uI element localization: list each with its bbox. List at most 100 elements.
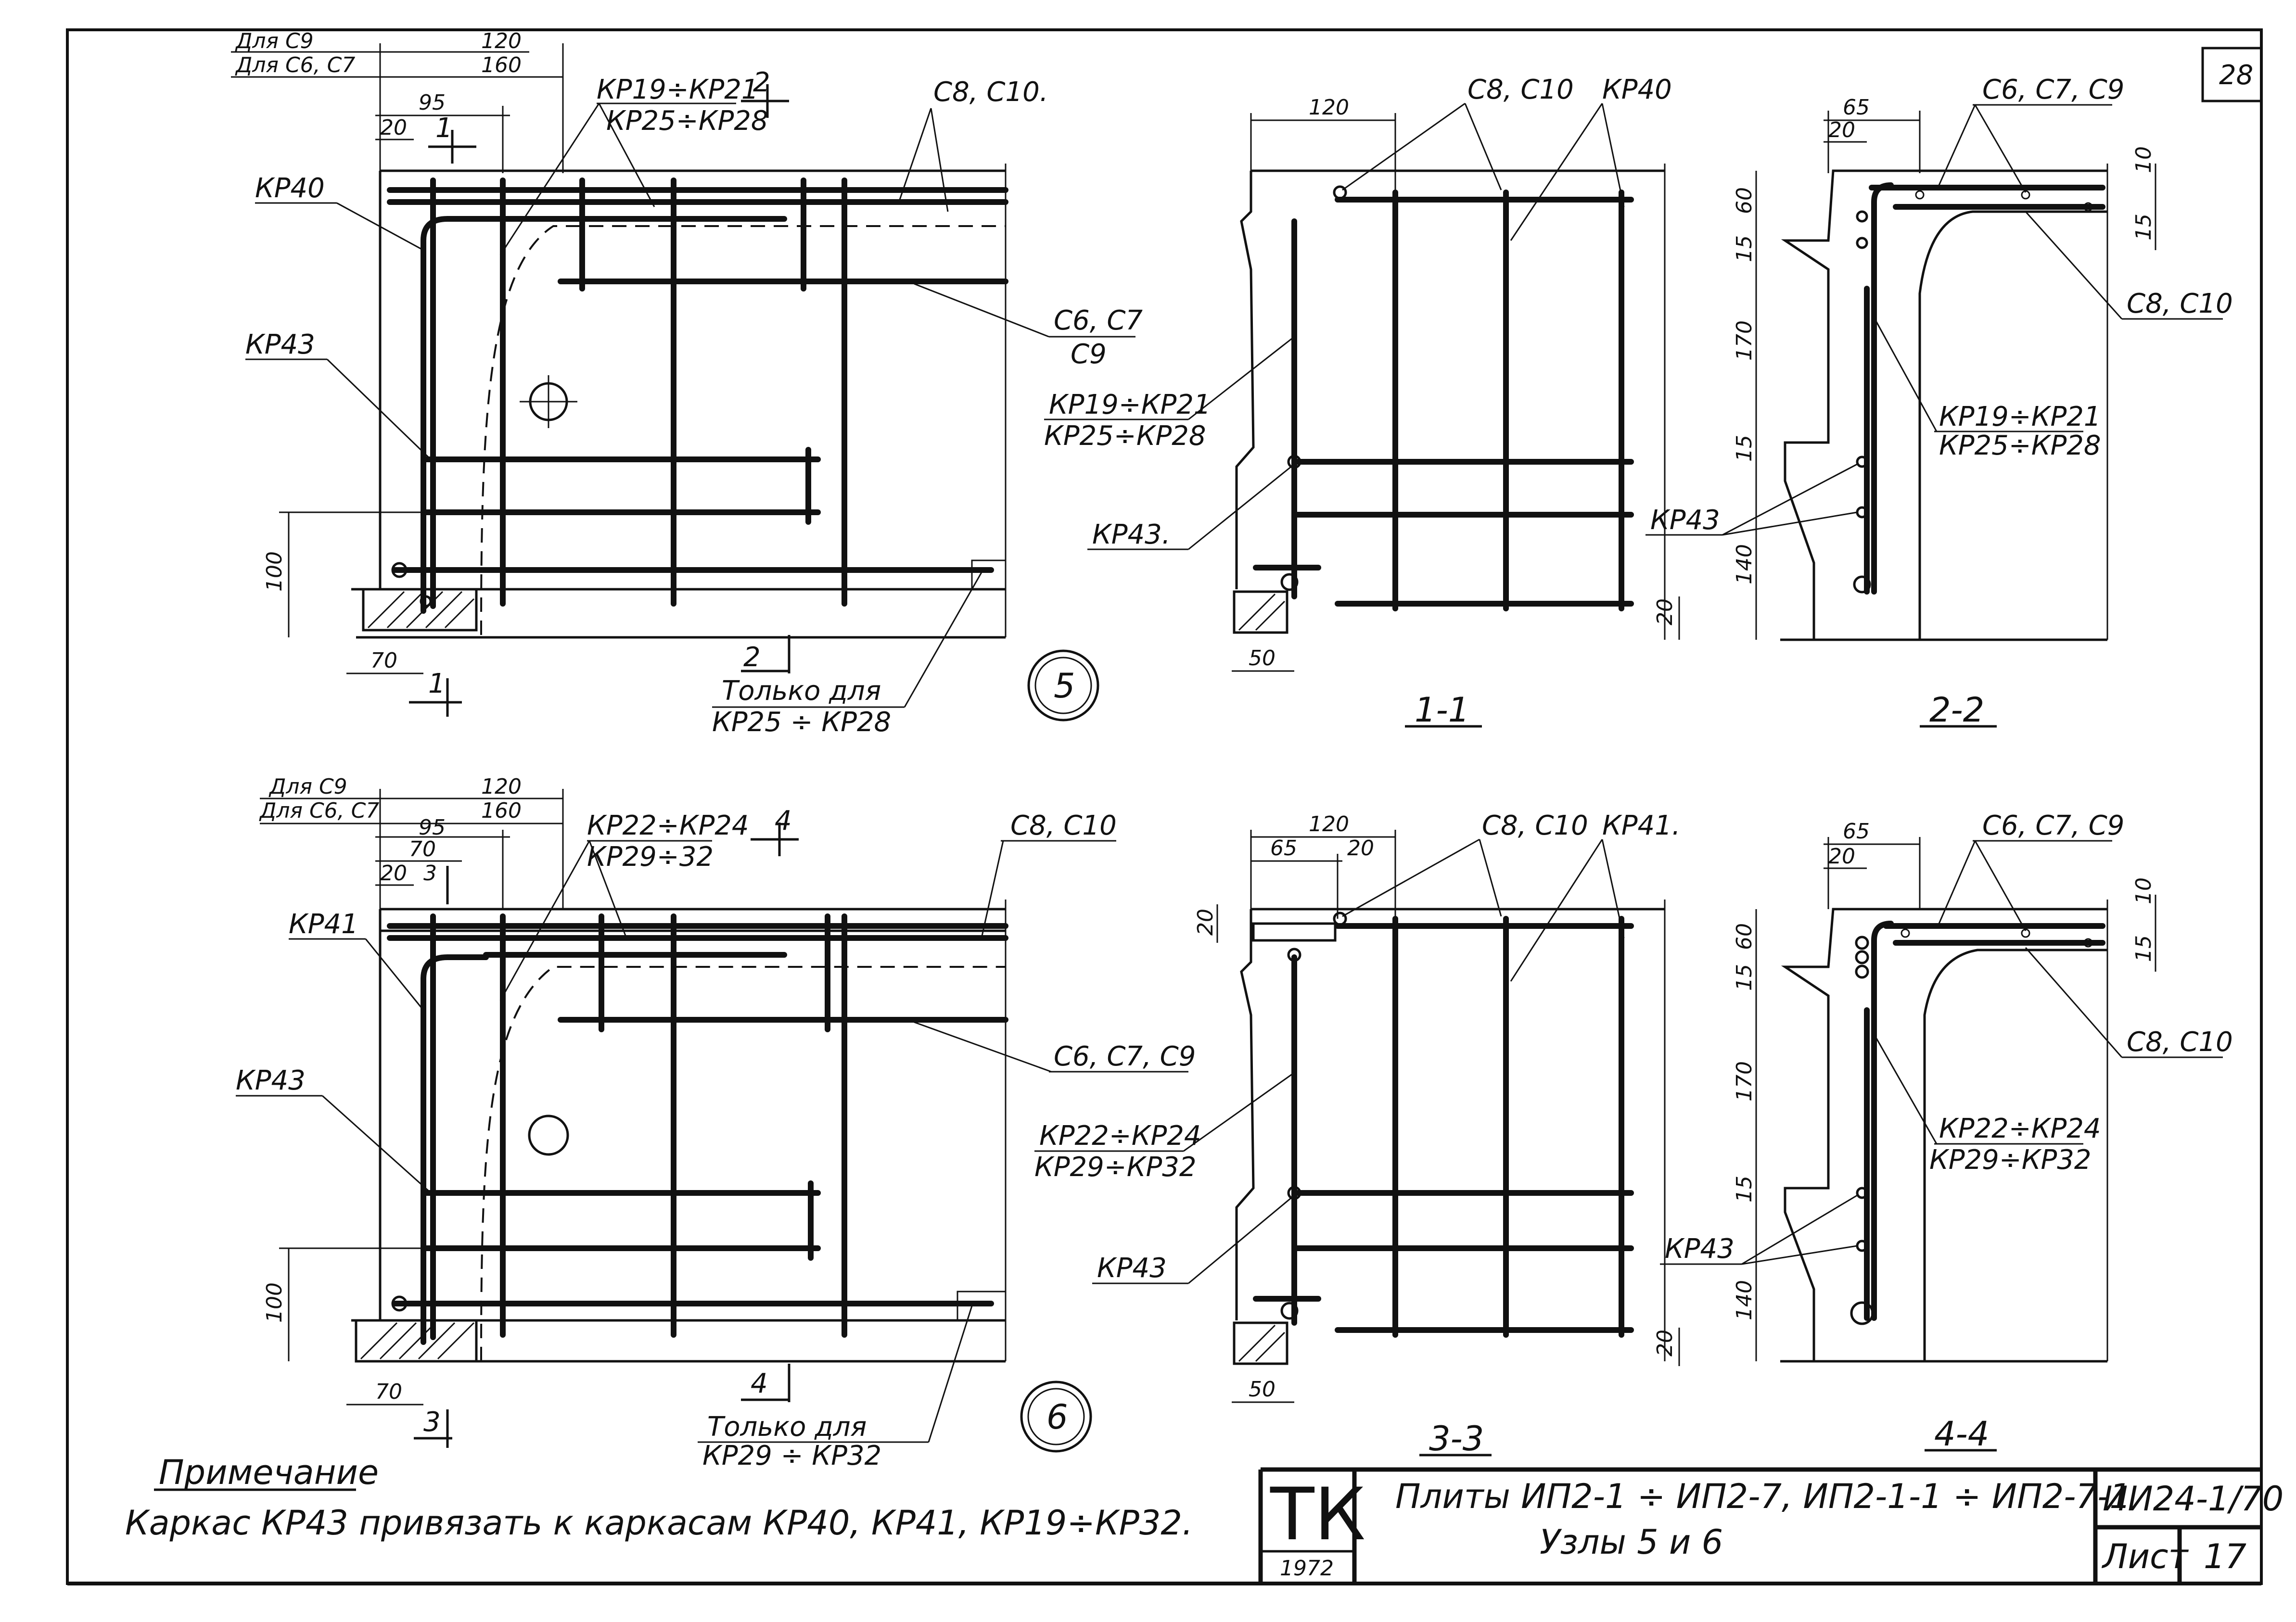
section-3-3: 120 65 20 20 50 20 С8, С10 КР41. КР22÷КР… [1034, 810, 1681, 1458]
sec44-dot-1 [1855, 936, 1869, 950]
sec22-void [1918, 210, 2107, 640]
sec22-leader-kp43a [1722, 463, 1858, 536]
sec11-kp19-kp21: КР19÷КР21 [1049, 389, 1211, 420]
node5-dim-95: 95 [419, 90, 446, 115]
node5-circle-inner [1034, 657, 1092, 714]
sec44-dot-9 [2083, 938, 2093, 948]
sec44-dot-7 [1901, 928, 1910, 938]
node6-sec4-bottom: 4 [751, 1368, 768, 1399]
node6-dim-20: 20 [380, 861, 407, 886]
sec33-top-plate [1252, 922, 1337, 942]
node5-c8c10: С8, С10. [933, 76, 1048, 108]
sec33-leader-c8a [1342, 838, 1480, 917]
tb-doc-code: ИИ24-1/70 [2103, 1479, 2283, 1519]
tb-title-line1: Плиты ИП2-1 ÷ ИП2-7, ИП2-1-1 ÷ ИП2-7-1 [1395, 1477, 2131, 1516]
node5-kp25-kp28: КР25÷КР28 [606, 105, 768, 137]
section-1-1: 120 50 20 С8, С10 КР40 КР19÷КР21 КР25÷КР… [1044, 74, 1680, 730]
sec22-kp19-kp21: КР19÷КР21 [1939, 401, 2101, 432]
sec22-dim-15c: 15 [2131, 214, 2156, 241]
sec11-dim-20: 20 [1653, 598, 1677, 625]
sec33-c8c10: С8, С10 [1482, 810, 1588, 841]
node5-leader-c8b [930, 108, 949, 212]
sec22-c6c7c9: С6, С7, С9 [1982, 74, 2124, 105]
node5-dim-120: 120 [481, 29, 522, 53]
node5-only-for: Только для [722, 675, 881, 707]
sec44-dim-140: 140 [1732, 1280, 1757, 1320]
node5-bar-end [391, 562, 408, 578]
section-4-4: 65 20 60 15 170 15 140 10 15 С6, С7, С9 … [1660, 810, 2233, 1454]
node6-dim-120: 120 [481, 774, 522, 799]
sec22-dot-3 [1856, 456, 1868, 468]
node6-dim-95: 95 [419, 815, 446, 840]
node5-leader-kp19b [598, 103, 655, 207]
sec22-leader-c6b [1974, 104, 2027, 193]
sec44-dot-4 [1856, 1187, 1868, 1199]
sec44-kp29-kp32: КР29÷КР32 [1929, 1144, 2092, 1176]
section-2-2: 65 20 60 15 170 15 140 10 15 С6, С7, С9 … [1645, 74, 2233, 730]
sec22-title: 2-2 [1929, 690, 1984, 730]
node6-kp22-kp24: КР22÷КР24 [587, 810, 749, 841]
node6-hole [528, 1115, 569, 1156]
sec22-dim-170: 170 [1732, 320, 1757, 361]
sec44-left-profile [1781, 908, 1867, 1361]
node5-dim-160: 160 [481, 53, 522, 77]
sec33-hatch-lines [1238, 1324, 1286, 1362]
sec33-end-2 [1287, 948, 1301, 962]
sec22-leader-c6 [1938, 104, 1976, 186]
sec44-void [1923, 949, 2107, 1361]
sec11-leader-kp40a [1510, 103, 1603, 241]
sec44-hook [1871, 921, 1894, 1321]
sec22-dim-15b: 15 [1732, 435, 1757, 462]
note-text: Каркас КР43 привязать к каркасам КР40, К… [125, 1503, 1193, 1543]
sec33-dim-120: 120 [1309, 812, 1349, 836]
node6-sec4-top: 4 [775, 805, 792, 836]
sec44-leader-c6 [1938, 840, 1976, 924]
tb-logo: ТК [1270, 1473, 1365, 1557]
node6-leader-only [928, 1305, 973, 1443]
corner-sheet-number: 28 [2219, 60, 2253, 91]
sec44-c6c7c9: С6, С7, С9 [1982, 810, 2124, 841]
sec11-dim-50: 50 [1249, 646, 1276, 671]
node-5-drawing: Для С9 120 Для С6, С7 160 95 20 1 2 100 … [231, 29, 1143, 738]
node5-kp43: КР43 [245, 329, 315, 360]
node5-dim-70: 70 [370, 648, 397, 673]
node5-leader-c6 [914, 283, 1049, 338]
node5-void-dashed [480, 225, 1006, 635]
node6-circle [1020, 1381, 1092, 1453]
node6-sec3-bottom: 3 [423, 1407, 441, 1438]
sec33-end-1 [1333, 912, 1347, 926]
node6-only-for-kp: КР29 ÷ КР32 [702, 1440, 881, 1471]
sec33-hatch [1233, 1321, 1288, 1365]
node6-leader-c8 [981, 840, 1004, 938]
sec22-kp25-kp28: КР25÷КР28 [1939, 430, 2101, 461]
sheet-frame [66, 28, 2263, 1585]
sec33-leader-kp22 [1183, 1072, 1295, 1152]
sec44-leader-kp43b [1741, 1245, 1858, 1265]
node5-only-for-kp: КР25 ÷ КР28 [712, 707, 891, 738]
sec44-dim-65: 65 [1843, 819, 1870, 844]
sec11-leader-kp19 [1188, 336, 1295, 420]
sec22-dot-8 [2083, 202, 2093, 212]
tb-title-line2: Узлы 5 и 6 [1540, 1522, 1723, 1562]
sec11-left-profile [1235, 171, 1255, 589]
node6-leader-kp43 [321, 1095, 429, 1191]
sec22-dim-20: 20 [1828, 118, 1855, 142]
node6-leader-c6 [914, 1021, 1052, 1073]
sec33-kp43: КР43 [1097, 1253, 1167, 1284]
node6-dim-160: 160 [481, 798, 522, 823]
sec11-title: 1-1 [1415, 690, 1469, 730]
sec22-kp43: КР43 [1650, 505, 1720, 536]
node6-dim-100: 100 [262, 1282, 287, 1323]
sec44-dim-20: 20 [1828, 844, 1855, 869]
sec44-leader-kp43a [1741, 1194, 1858, 1265]
sec33-leader-kp41a [1510, 839, 1603, 982]
sec22-dim-65: 65 [1843, 95, 1870, 120]
sec44-dot-6 [1850, 1301, 1874, 1325]
sec33-kp41: КР41. [1602, 810, 1681, 841]
node6-kp41-bar [421, 954, 489, 1345]
node6-sec3-top: 3 [423, 861, 437, 886]
sec22-dim-140: 140 [1732, 544, 1757, 584]
node5-leader-kp40 [336, 202, 424, 251]
node6-leader-kp22b [588, 840, 626, 936]
